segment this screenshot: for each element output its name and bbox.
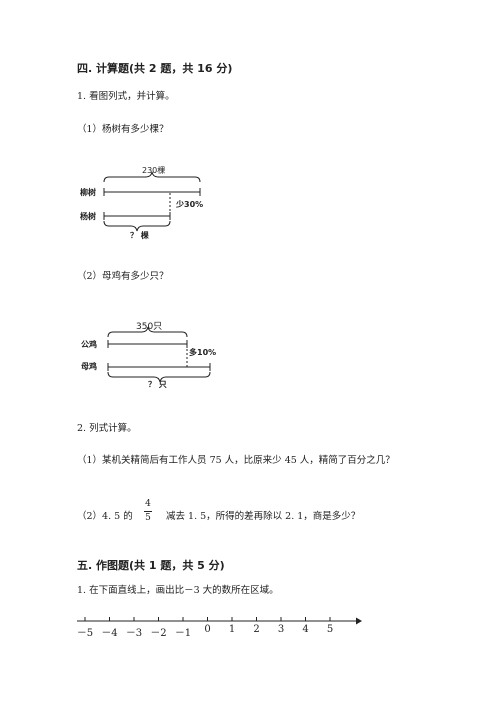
question-2-sub-2-prefix: （2）4. 5 的: [77, 511, 133, 522]
number-line-tick-label: 5: [326, 624, 334, 635]
question-1-sub-1-label: （1）杨树有多少棵？: [77, 124, 169, 135]
number-line-tick-label: －5: [76, 628, 94, 639]
total-trees-label: 230棵: [142, 166, 166, 175]
number-line-tick-label: －3: [125, 628, 143, 639]
rooster-brace: [107, 326, 188, 338]
fraction-denominator: 5: [145, 513, 151, 523]
number-line-arrow: [356, 617, 362, 625]
question-1-sub-2-label: （2）母鸡有多少只？: [77, 271, 169, 282]
number-line-tick-label: －2: [150, 628, 167, 639]
number-line-tick-label: 1: [228, 624, 236, 635]
question-2-stem: 2. 列式计算。: [77, 423, 137, 434]
willow-label: 柳树: [80, 188, 96, 197]
question-2-sub-1: （1）某机关精简后有工作人员 75 人，比原来少 45 人，精简了百分之几？: [77, 455, 395, 466]
total-chickens-label: 350只: [136, 322, 163, 332]
section-5-title: 五. 作图题(共 1 题，共 5 分): [77, 559, 225, 572]
number-line-tick-label: －1: [174, 628, 192, 639]
number-line-tick-label: 0: [204, 624, 211, 635]
more-percent-label: 多10%: [189, 348, 217, 357]
question-2-sub-2-suffix: 减去 1. 5，所得的差再除以 2. 1，商是多少？: [166, 511, 361, 522]
question-1-stem: 1. 看图列式，并计算。: [77, 91, 175, 102]
number-line-tick-label: 4: [302, 624, 309, 635]
fraction-bar: [144, 511, 152, 512]
hen-brace: [107, 371, 211, 383]
hen-label: 母鸡: [81, 362, 97, 371]
total-brace: [103, 171, 201, 183]
section-5-question-1-stem: 1. 在下面直线上，画出比－3 大的数所在区域。: [77, 585, 279, 596]
number-line-tick-label: －4: [101, 628, 118, 639]
number-line-tick-label: 2: [253, 624, 260, 635]
section-4-title: 四. 计算题(共 2 题，共 16 分): [77, 62, 233, 75]
less-percent-label: 少30%: [176, 200, 204, 209]
rooster-label: 公鸡: [81, 340, 97, 349]
fraction-numerator: 4: [145, 499, 151, 509]
number-line-tick-label: 3: [277, 624, 285, 635]
unknown-hens-label: ？ 只: [148, 380, 167, 389]
poplar-label: 杨树: [80, 212, 96, 221]
unknown-trees-label: ？ 棵: [130, 231, 149, 240]
poplar-brace: [103, 220, 171, 232]
